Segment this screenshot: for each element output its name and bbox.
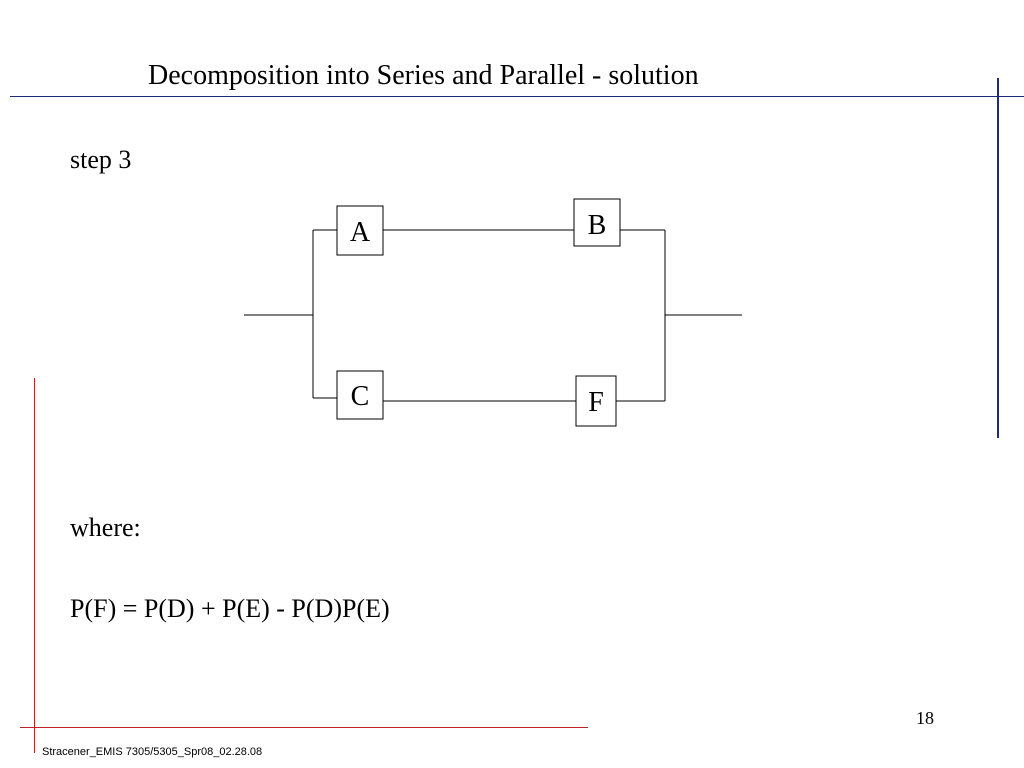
block-c: C (336, 370, 384, 420)
slide-title: Decomposition into Series and Parallel -… (148, 60, 699, 91)
where-label: where: (70, 513, 141, 542)
block-f-label: F (588, 387, 604, 418)
page-number: 18 (916, 708, 934, 728)
right-blue-rule (997, 78, 999, 438)
step-label: step 3 (70, 145, 132, 174)
block-c-label: C (351, 381, 370, 412)
diagram-wires (244, 229, 742, 402)
block-a: A (336, 205, 384, 256)
bottom-red-rule (20, 727, 588, 728)
block-b: B (573, 198, 621, 247)
top-blue-rule (10, 96, 1024, 97)
block-b-label: B (588, 210, 607, 241)
footer-text: Stracener_EMIS 7305/5305_Spr08_02.28.08 (42, 746, 263, 758)
left-red-rule (34, 378, 35, 753)
block-f: F (575, 375, 617, 427)
block-a-label: A (350, 217, 371, 248)
probability-formula: P(F) = P(D) + P(E) - P(D)P(E) (70, 594, 390, 623)
